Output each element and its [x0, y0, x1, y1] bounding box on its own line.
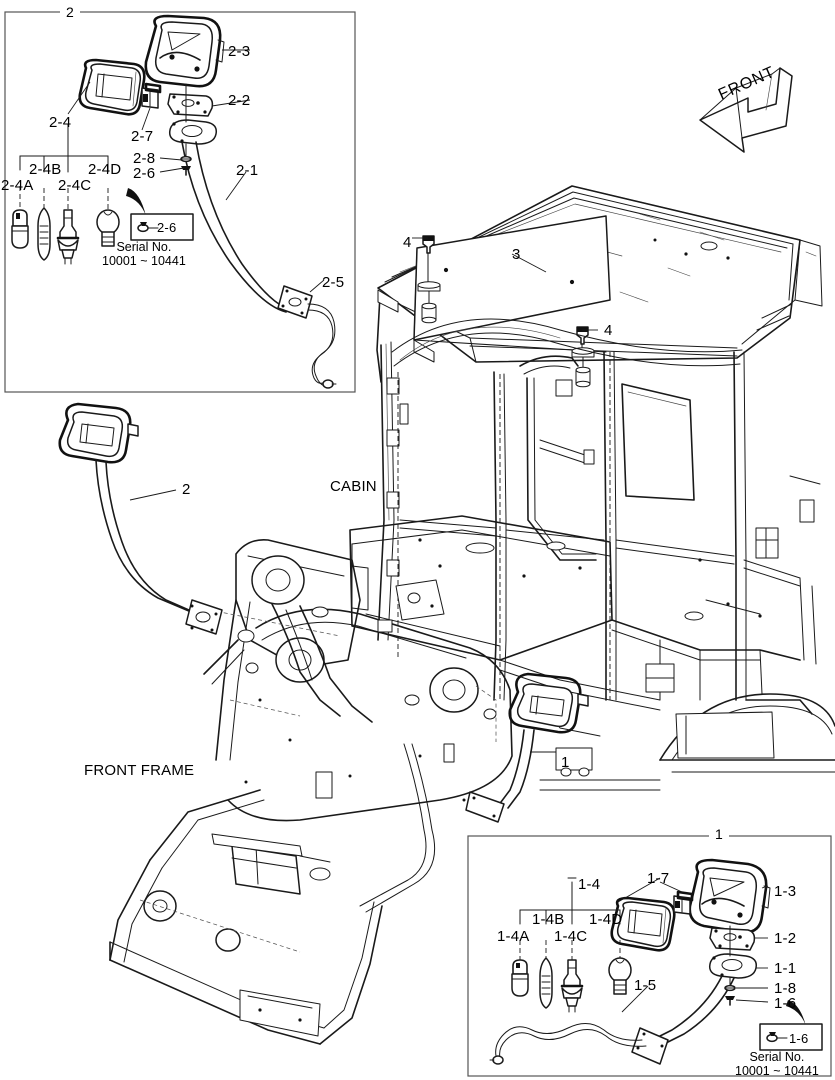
machine-illustration [58, 185, 835, 1045]
callout-3: 3 [512, 246, 521, 263]
panel-1-content [489, 858, 823, 1065]
callout-1-6: 1-6 [774, 995, 797, 1012]
part-1-7-socket [673, 890, 694, 915]
serial-note-1: Serial No. 10001 ~ 10441 [735, 1050, 819, 1079]
part-1-2-bracket [709, 927, 756, 951]
serial-note-1-line2: 10001 ~ 10441 [735, 1064, 819, 1079]
bulb-2-4c [56, 209, 80, 265]
leader-3 [511, 253, 547, 273]
callout-2-4a: 2-4A [1, 177, 34, 194]
callout-2-4d: 2-4D [88, 161, 122, 178]
bulb-2-4d [96, 209, 120, 247]
front-frame-assembly [109, 538, 513, 1045]
roof-bolt-left-item-4 [417, 235, 441, 324]
bulb-1-4b [539, 957, 553, 1009]
callout-1-2: 1-2 [774, 930, 797, 947]
callout-2-4b: 2-4B [29, 161, 62, 178]
label-cabin: CABIN [330, 478, 377, 495]
callout-2-6: 2-6 [133, 165, 156, 182]
callout-2-2: 2-2 [228, 92, 251, 109]
callout-2-4: 2-4 [49, 114, 72, 131]
bulb-2-4b [37, 207, 51, 261]
callout-1-8: 1-8 [774, 980, 797, 997]
callout-1-5: 1-5 [634, 977, 657, 994]
bulb-2-4a [11, 209, 29, 249]
callout-2-7: 2-7 [131, 128, 154, 145]
part-2-6-screw [181, 166, 191, 176]
serial-note-2-line1: Serial No. [116, 240, 172, 254]
callout-1-3: 1-3 [774, 883, 797, 900]
callout-1-mirror: 1 [561, 754, 570, 771]
bulb-1-4c [560, 959, 584, 1013]
callout-1-4a: 1-4A [497, 928, 530, 945]
part-2-4-lamp-body [78, 58, 146, 116]
part-1-1-mirror-arm [631, 953, 758, 1065]
callout-1-1: 1-1 [774, 960, 797, 977]
callout-2-3: 2-3 [228, 43, 251, 60]
label-front-frame: FRONT FRAME [84, 762, 195, 779]
part-2-2-bracket [167, 93, 214, 117]
roof-plate-item-3 [377, 215, 611, 363]
part-1-6-screw [725, 996, 735, 1006]
part-2-5-wire-harness [307, 303, 337, 389]
part-2-3-mirror-rim [144, 14, 225, 88]
part-1-3-mirror-rim [688, 858, 771, 934]
mirror-assembly-item-1-installed [465, 672, 589, 823]
serial-note-box-1 [759, 1000, 823, 1051]
serial-note-2: Serial No. 10001 ~ 10441 [102, 240, 186, 269]
serial-note-1-line1: Serial No. [749, 1050, 805, 1064]
bulb-1-4d [608, 957, 632, 995]
callout-2-mirror: 2 [182, 481, 191, 498]
panel-1-border [467, 835, 832, 1077]
callout-1-4c: 1-4C [554, 928, 588, 945]
callout-2-4c: 2-4C [58, 177, 92, 194]
part-2-8-washer [180, 155, 192, 163]
callout-1-7: 1-7 [647, 870, 670, 887]
panel-2-border [4, 11, 356, 393]
panel-1-tag: 1 [709, 826, 729, 842]
bulb-1-4a [511, 959, 529, 997]
callout-2-1: 2-1 [236, 162, 259, 179]
callout-2-6-serialbox: 2-6 [157, 220, 177, 235]
cabin-frame [349, 318, 835, 791]
part-1-8-washer [724, 984, 736, 992]
serial-note-2-line2: 10001 ~ 10441 [102, 254, 186, 269]
callout-2-5: 2-5 [322, 274, 345, 291]
callout-4-right: 4 [604, 322, 613, 339]
callout-4-left: 4 [403, 234, 412, 251]
panel-2-content [11, 14, 337, 389]
part-1-5-wire-harness [489, 1023, 647, 1065]
callout-1-4b: 1-4B [532, 911, 565, 928]
callout-2-8: 2-8 [133, 150, 156, 167]
callout-1-4d: 1-4D [589, 911, 623, 928]
front-direction-arrow [699, 67, 793, 153]
part-2-1-mirror-arm [168, 119, 313, 319]
part-2-7-socket [141, 82, 162, 109]
callout-1-4: 1-4 [578, 876, 601, 893]
panel-2-tag: 2 [60, 4, 80, 20]
part-1-4-lamp-body [610, 896, 676, 952]
callout-1-6-serialbox: 1-6 [789, 1031, 809, 1046]
mirror-assembly-item-2-installed [58, 402, 223, 635]
serial-note-box-2 [126, 188, 194, 241]
